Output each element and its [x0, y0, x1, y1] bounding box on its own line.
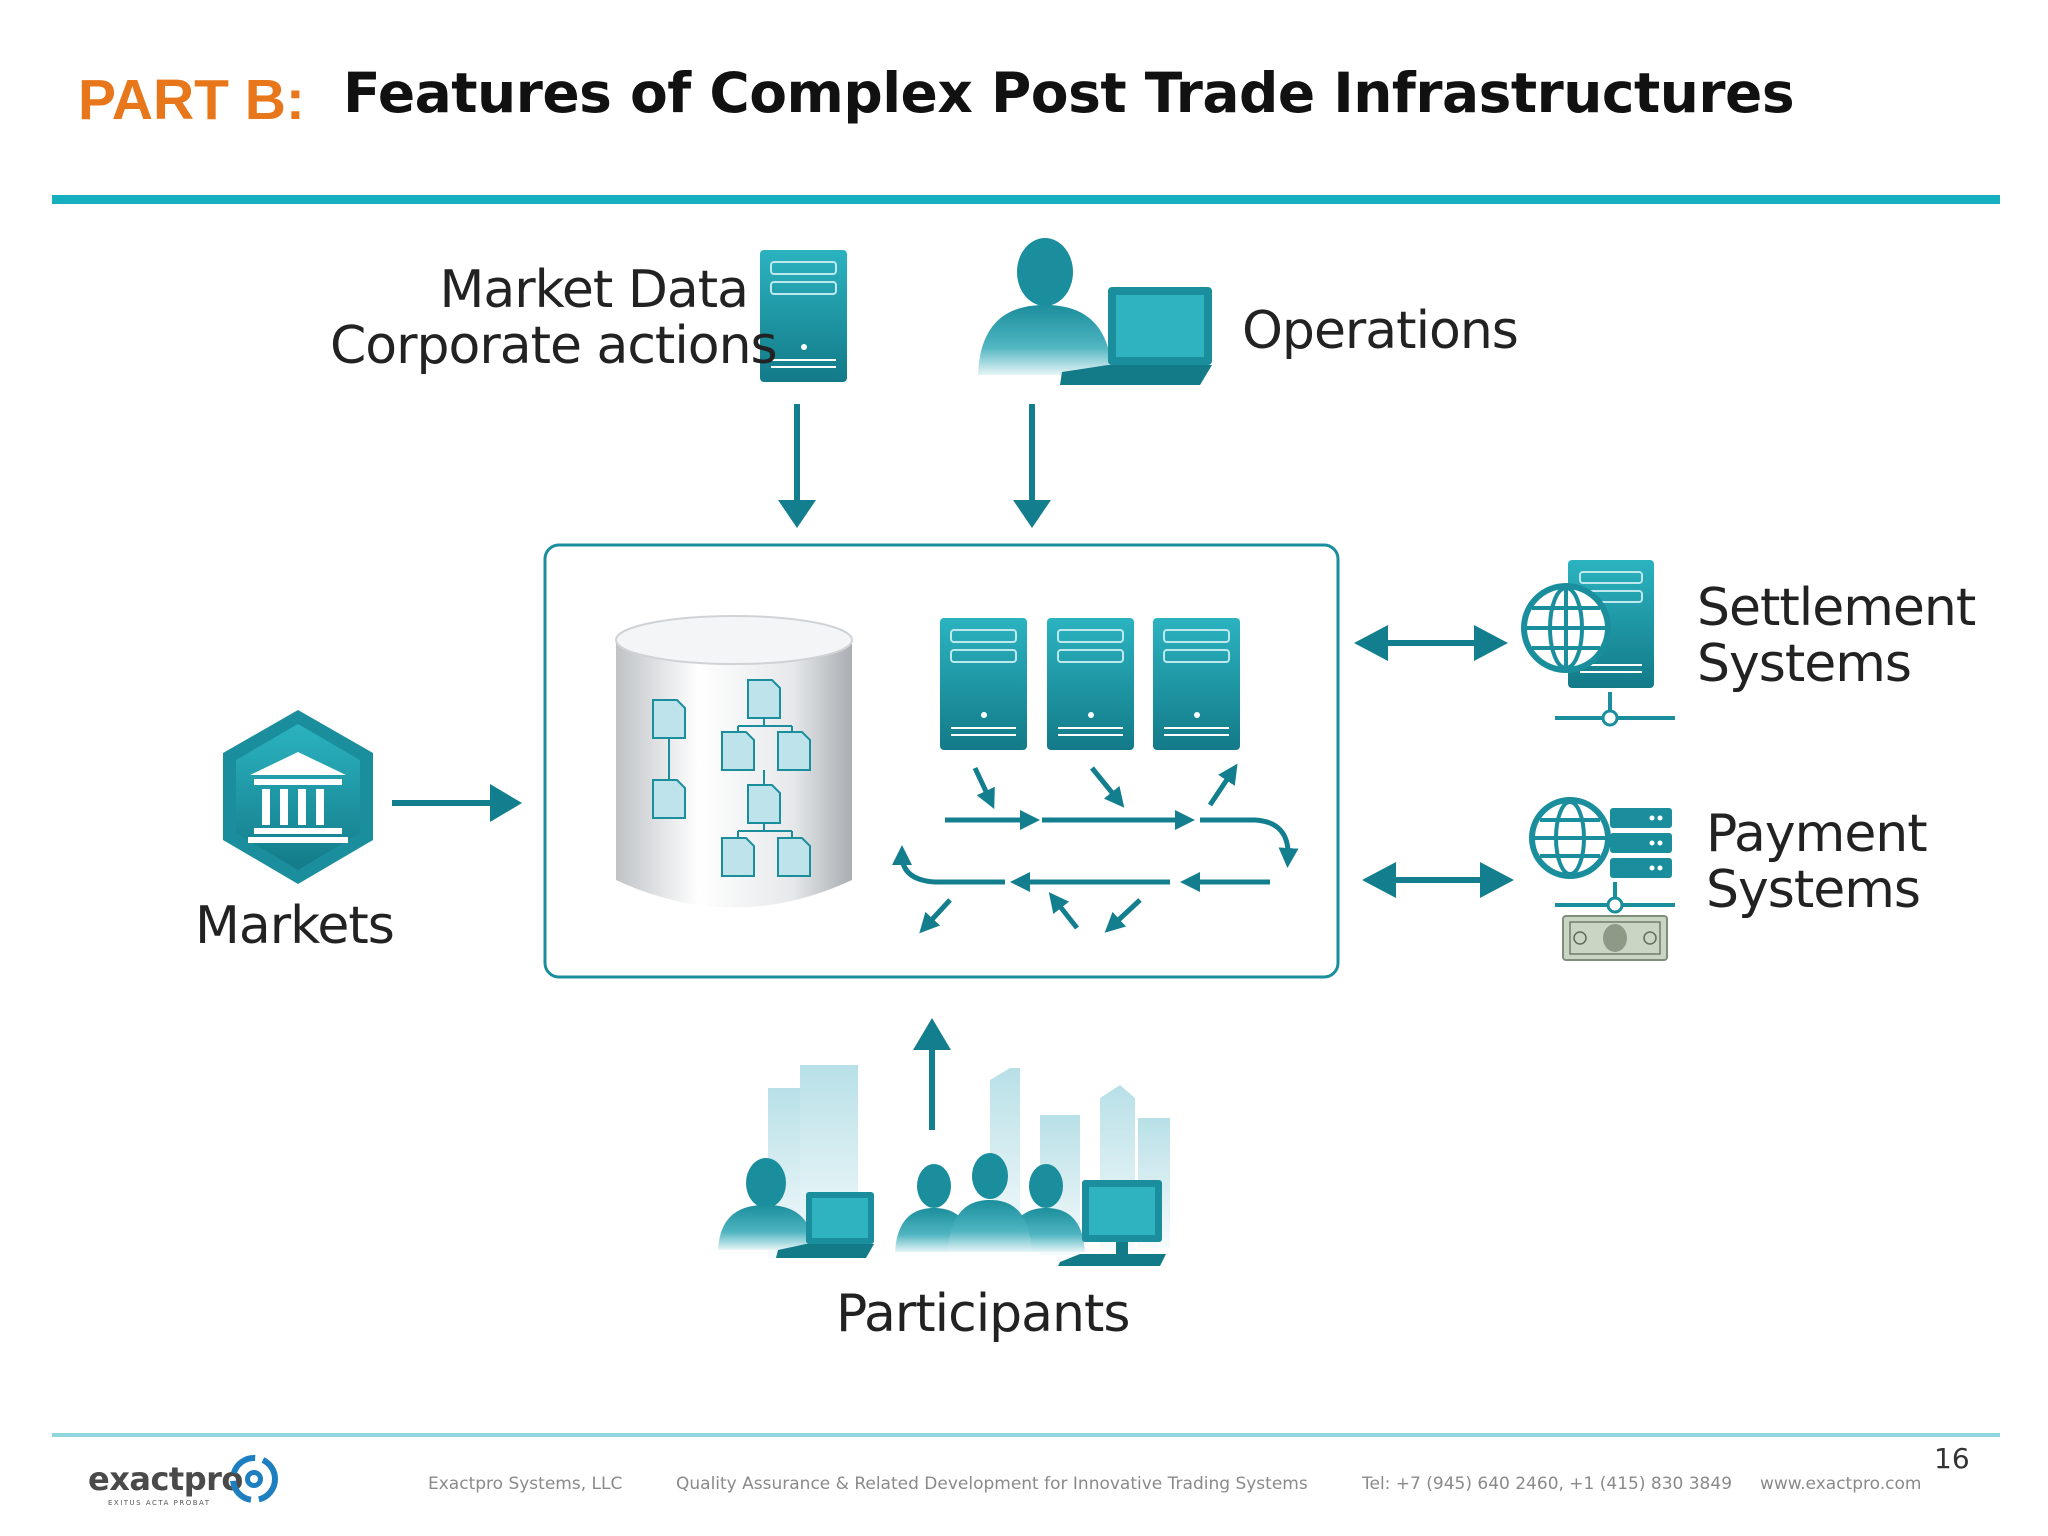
server-icon: [940, 618, 1027, 750]
arrow-head: [1474, 625, 1508, 661]
participant-group-icon: [895, 1153, 1085, 1252]
operations-label: Operations: [1242, 301, 1519, 361]
banknote-icon: [1562, 915, 1668, 961]
footer-phone: Tel: +7 (945) 640 2460, +1 (415) 830 384…: [1362, 1474, 1733, 1494]
server-icon: [1047, 618, 1134, 750]
server-icon: [1153, 618, 1240, 750]
settlement-label-line2: Systems: [1697, 634, 1912, 694]
markets-bank-icon: [223, 710, 373, 884]
laptop-icon: [776, 1192, 874, 1258]
arrow-head: [490, 784, 522, 822]
slide-title: Features of Complex Post Trade Infrastru…: [343, 61, 1795, 125]
footer-company: Exactpro Systems, LLC: [428, 1474, 623, 1494]
settlement-server-globe-icon: [1521, 560, 1675, 727]
settlement-systems-label: Settlement Systems: [1697, 578, 1976, 694]
arrow-head: [1480, 862, 1514, 898]
arrow-head: [1013, 500, 1051, 528]
footer-divider: [52, 1433, 2000, 1437]
document-tree-icon: [652, 679, 811, 877]
arrow-head: [778, 500, 816, 528]
arrow-head: [1362, 862, 1396, 898]
settlement-label-line1: Settlement: [1697, 578, 1976, 638]
operations-person-icon: [978, 238, 1112, 375]
part-label: PART B:: [78, 68, 305, 132]
market-data-server-icon: [760, 250, 847, 382]
exactpro-logo-text: exactpro: [88, 1460, 243, 1498]
participant-person-icon: [718, 1158, 814, 1250]
arrow-head: [1354, 625, 1388, 661]
payment-systems-label: Payment Systems: [1706, 804, 1928, 920]
processing-flow-arrows: [892, 763, 1299, 934]
laptop-icon: [1060, 287, 1212, 385]
logo-tagline: EXITUS ACTA PROBAT: [108, 1499, 211, 1507]
footer-slogan: Quality Assurance & Related Development …: [676, 1474, 1308, 1494]
market-data-label-line2: Corporate actions: [330, 316, 778, 376]
title-divider: [52, 195, 2000, 204]
markets-label: Markets: [195, 896, 395, 956]
arrow-head: [913, 1018, 951, 1050]
payment-label-line2: Systems: [1706, 860, 1921, 920]
participants-label: Participants: [836, 1284, 1130, 1344]
market-data-label-line1: Market Data: [439, 260, 749, 320]
payment-label-line1: Payment: [1706, 804, 1928, 864]
page-number: 16: [1934, 1442, 1970, 1475]
market-data-label: Market Data Corporate actions: [330, 260, 778, 376]
payment-globe-rack-icon: [1529, 797, 1675, 914]
footer-website[interactable]: www.exactpro.com: [1760, 1474, 1922, 1494]
desktop-monitor-icon: [1058, 1180, 1166, 1266]
exactpro-logo-icon: [230, 1455, 278, 1503]
